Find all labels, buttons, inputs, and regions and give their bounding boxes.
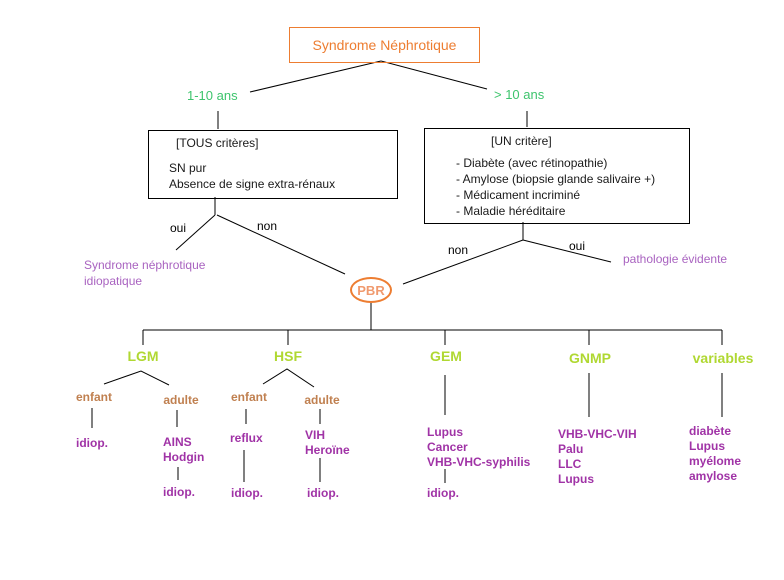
lgm-adulte-result-idiop: idiop.	[163, 485, 195, 499]
gnmp-cause-llc: LLC	[558, 457, 582, 471]
root-branch-lines	[217, 60, 528, 129]
gnmp-causes: VHB-VHC-VIH Palu LLC Lupus	[558, 427, 637, 487]
pbr-rake-lines	[142, 303, 723, 345]
gnmp-cause-palu: Palu	[558, 442, 584, 456]
variables-cause-amylose: amylose	[689, 469, 738, 483]
gem-cause-cancer: Cancer	[427, 440, 468, 454]
category-label-gnmp: GNMP	[569, 350, 611, 366]
criteria-right-item-1: - Diabète (avec rétinopathie)	[456, 156, 608, 170]
variables-cause-diabete: diabète	[689, 424, 732, 438]
criteria-left-item-2: Absence de signe extra-rénaux	[169, 177, 336, 191]
criteria-left-item-1: SN pur	[169, 161, 207, 175]
criteria-right-header: [UN critère]	[491, 134, 552, 148]
outcome-idiopathic-line2: idiopatique	[84, 274, 143, 288]
lgm-adulte-cause-ains: AINS	[163, 435, 192, 449]
hsf-enfant-cause-reflux: reflux	[230, 431, 263, 445]
lgm-child-adulte: adulte	[163, 393, 199, 407]
category-label-variables: variables	[692, 350, 754, 366]
hsf-adulte-cause-heroine: Heroïne	[305, 443, 350, 457]
hsf-enfant-result-idiop: idiop.	[231, 486, 263, 500]
age-branch-label-over-10-ans: > 10 ans	[494, 87, 545, 102]
gnmp-cause-lupus: Lupus	[558, 472, 594, 486]
pbr-node: PBR	[350, 277, 392, 303]
outcome-idiopathic-syndrome: Syndrome néphrotique idiopatique	[84, 257, 205, 289]
hsf-adulte-cause-vih: VIH	[305, 428, 326, 442]
criteria-right-item-2: - Amylose (biopsie glande salivaire +)	[456, 172, 656, 186]
pbr-label: PBR	[357, 282, 385, 298]
edge-label-left-oui: oui	[170, 221, 187, 235]
category-label-hsf: HSF	[274, 348, 302, 364]
lgm-adulte-causes: AINS Hodgin	[163, 435, 204, 465]
right-decision-lines	[402, 222, 612, 285]
edge-label-left-non: non	[257, 219, 278, 233]
hsf-subtree-lines	[243, 368, 321, 482]
hsf-adulte-causes: VIH Heroïne	[305, 428, 350, 458]
lgm-enfant-result-idiop: idiop.	[76, 436, 108, 450]
criteria-box-un-critere: [UN critère] - Diabète (avec rétinopathi…	[424, 128, 690, 224]
criteria-box-tous-criteres: [TOUS critères] SN pur Absence de signe …	[148, 130, 398, 199]
hsf-child-adulte: adulte	[304, 393, 340, 407]
edge-label-right-oui: oui	[569, 239, 586, 253]
root-title: Syndrome Néphrotique	[312, 37, 457, 53]
gem-result-idiop: idiop.	[427, 486, 459, 500]
root-node-syndrome-nephrotique: Syndrome Néphrotique	[289, 27, 480, 63]
gem-cause-lupus: Lupus	[427, 425, 463, 439]
gnmp-cause-vhb-vhc-vih: VHB-VHC-VIH	[558, 427, 637, 441]
category-label-gem: GEM	[430, 348, 462, 364]
outcome-pathologie-evidente: pathologie évidente	[623, 252, 728, 266]
hsf-child-enfant: enfant	[231, 390, 267, 404]
criteria-right-item-4: - Maladie héréditaire	[456, 204, 566, 218]
variables-causes: diabète Lupus myélome amylose	[689, 424, 741, 484]
lgm-adulte-cause-hodgin: Hodgin	[163, 450, 205, 464]
age-branch-label-1-10-ans: 1-10 ans	[187, 88, 238, 103]
gem-causes: Lupus Cancer VHB-VHC-syphilis	[427, 425, 530, 470]
category-label-lgm: LGM	[127, 348, 159, 364]
hsf-adulte-result-idiop: idiop.	[307, 486, 339, 500]
criteria-left-header: [TOUS critères]	[176, 136, 259, 150]
gem-cause-vhb-vhc-syphilis: VHB-VHC-syphilis	[427, 455, 531, 469]
edge-label-right-non: non	[448, 243, 469, 257]
lgm-child-enfant: enfant	[76, 390, 112, 404]
criteria-right-item-3: - Médicament incriminé	[456, 188, 581, 202]
variables-cause-myelome: myélome	[689, 454, 742, 468]
variables-cause-lupus: Lupus	[689, 439, 725, 453]
outcome-idiopathic-line1: Syndrome néphrotique	[84, 258, 206, 272]
